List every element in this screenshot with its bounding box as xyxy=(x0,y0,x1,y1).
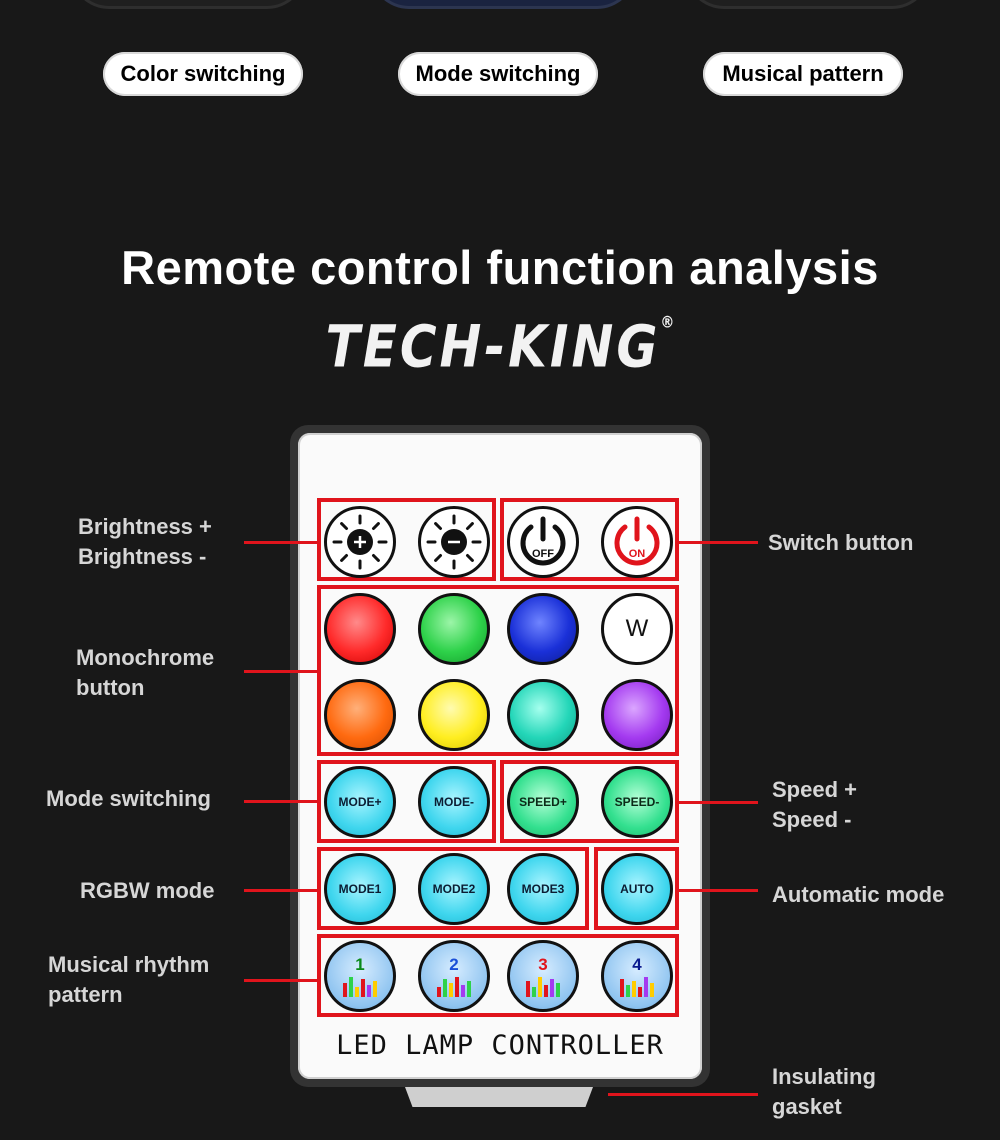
callout-line-mode xyxy=(244,800,318,803)
music-2-button[interactable]: 2 xyxy=(418,940,490,1012)
brand-logo: TECH-KING® xyxy=(0,314,1000,381)
off-text: OFF xyxy=(532,548,554,560)
white-label: W xyxy=(625,615,649,642)
callout-line-monochrome xyxy=(244,670,318,673)
label-brightness-up: Brightness + xyxy=(78,514,212,539)
power-off-icon: OFF xyxy=(520,516,566,566)
label-brightness: Brightness + Brightness - xyxy=(78,512,212,572)
group-auto xyxy=(594,847,679,930)
mode-plus-button[interactable]: MODE+ xyxy=(324,766,396,838)
label-speed-up: Speed + xyxy=(772,777,857,802)
tab-mode-switching[interactable]: Mode switching xyxy=(398,52,598,96)
mode3-button[interactable]: MODE3 xyxy=(507,853,579,925)
group-mode-switching xyxy=(317,760,496,843)
callout-line-gasket xyxy=(608,1093,758,1096)
top-device-middle xyxy=(370,0,636,9)
equalizer-icon xyxy=(343,975,377,997)
label-switch: Switch button xyxy=(768,530,914,555)
label-rgbw: RGBW mode xyxy=(80,878,215,903)
color-teal-button[interactable] xyxy=(507,679,579,751)
sun-plus-icon xyxy=(332,514,388,570)
mode1-button[interactable]: MODE1 xyxy=(324,853,396,925)
music-4-button[interactable]: 4 xyxy=(601,940,673,1012)
label-speed-down: Speed - xyxy=(772,807,852,832)
callout-line-rgbw xyxy=(244,889,318,892)
equalizer-icon xyxy=(526,975,560,997)
color-purple-button[interactable] xyxy=(601,679,673,751)
power-on-icon: ON xyxy=(614,516,660,566)
top-device-right xyxy=(685,0,931,9)
group-monochrome xyxy=(317,585,679,756)
group-brightness xyxy=(317,498,496,581)
tab-color-switching[interactable]: Color switching xyxy=(103,52,303,96)
sun-minus-icon xyxy=(426,514,482,570)
group-speed xyxy=(500,760,679,843)
label-insulating: Insulating gasket xyxy=(772,1062,876,1122)
music-1-number: 1 xyxy=(355,954,365,974)
group-rgbw xyxy=(317,847,589,930)
color-blue-button[interactable] xyxy=(507,593,579,665)
registered-mark: ® xyxy=(660,313,675,333)
color-orange-button[interactable] xyxy=(324,679,396,751)
group-musical xyxy=(317,934,679,1017)
callout-line-speed xyxy=(678,801,758,804)
callout-line-musical xyxy=(244,979,318,982)
music-3-number: 3 xyxy=(538,954,548,974)
color-white-button[interactable]: W xyxy=(601,593,673,665)
music-3-button[interactable]: 3 xyxy=(507,940,579,1012)
label-monochrome-line1: Monochrome xyxy=(76,645,215,670)
callout-line-brightness xyxy=(244,541,318,544)
brightness-up-button[interactable] xyxy=(324,506,396,578)
music-2-number: 2 xyxy=(449,954,459,974)
label-musical-line2: pattern xyxy=(48,982,123,1007)
on-text: ON xyxy=(629,548,646,560)
speed-plus-button[interactable]: SPEED+ xyxy=(507,766,579,838)
label-monochrome-line2: button xyxy=(76,675,145,700)
label-insulating-line1: Insulating xyxy=(772,1064,876,1089)
label-musical-line1: Musical rhythm xyxy=(48,952,210,977)
brightness-down-button[interactable] xyxy=(418,506,490,578)
color-red-button[interactable] xyxy=(324,593,396,665)
music-1-button[interactable]: 1 xyxy=(324,940,396,1012)
brand-logo-text: TECH-KING xyxy=(325,313,661,381)
equalizer-icon xyxy=(620,975,654,997)
callout-line-switch xyxy=(678,541,758,544)
label-speed: Speed + Speed - xyxy=(772,775,857,835)
page-title: Remote control function analysis xyxy=(121,241,879,294)
auto-button[interactable]: AUTO xyxy=(601,853,673,925)
insulating-gasket xyxy=(405,1087,593,1107)
equalizer-icon xyxy=(437,975,471,997)
label-brightness-down: Brightness - xyxy=(78,544,207,569)
color-green-button[interactable] xyxy=(418,593,490,665)
power-off-button[interactable]: OFF xyxy=(507,506,579,578)
label-musical: Musical rhythm pattern xyxy=(48,950,209,1010)
label-mode-switching: Mode switching xyxy=(46,786,211,811)
music-4-number: 4 xyxy=(632,954,642,974)
remote-footer-text: LED LAMP CONTROLLER xyxy=(336,1030,664,1061)
mode2-button[interactable]: MODE2 xyxy=(418,853,490,925)
color-yellow-button[interactable] xyxy=(418,679,490,751)
top-device-left xyxy=(70,0,306,9)
group-switch xyxy=(500,498,679,581)
label-monochrome: Monochrome button xyxy=(76,643,214,703)
mode-minus-button[interactable]: MODE- xyxy=(418,766,490,838)
label-insulating-line2: gasket xyxy=(772,1094,842,1119)
power-on-button[interactable]: ON xyxy=(601,506,673,578)
speed-minus-button[interactable]: SPEED- xyxy=(601,766,673,838)
callout-line-auto xyxy=(678,889,758,892)
tab-musical-pattern[interactable]: Musical pattern xyxy=(703,52,903,96)
label-automatic: Automatic mode xyxy=(772,882,945,907)
